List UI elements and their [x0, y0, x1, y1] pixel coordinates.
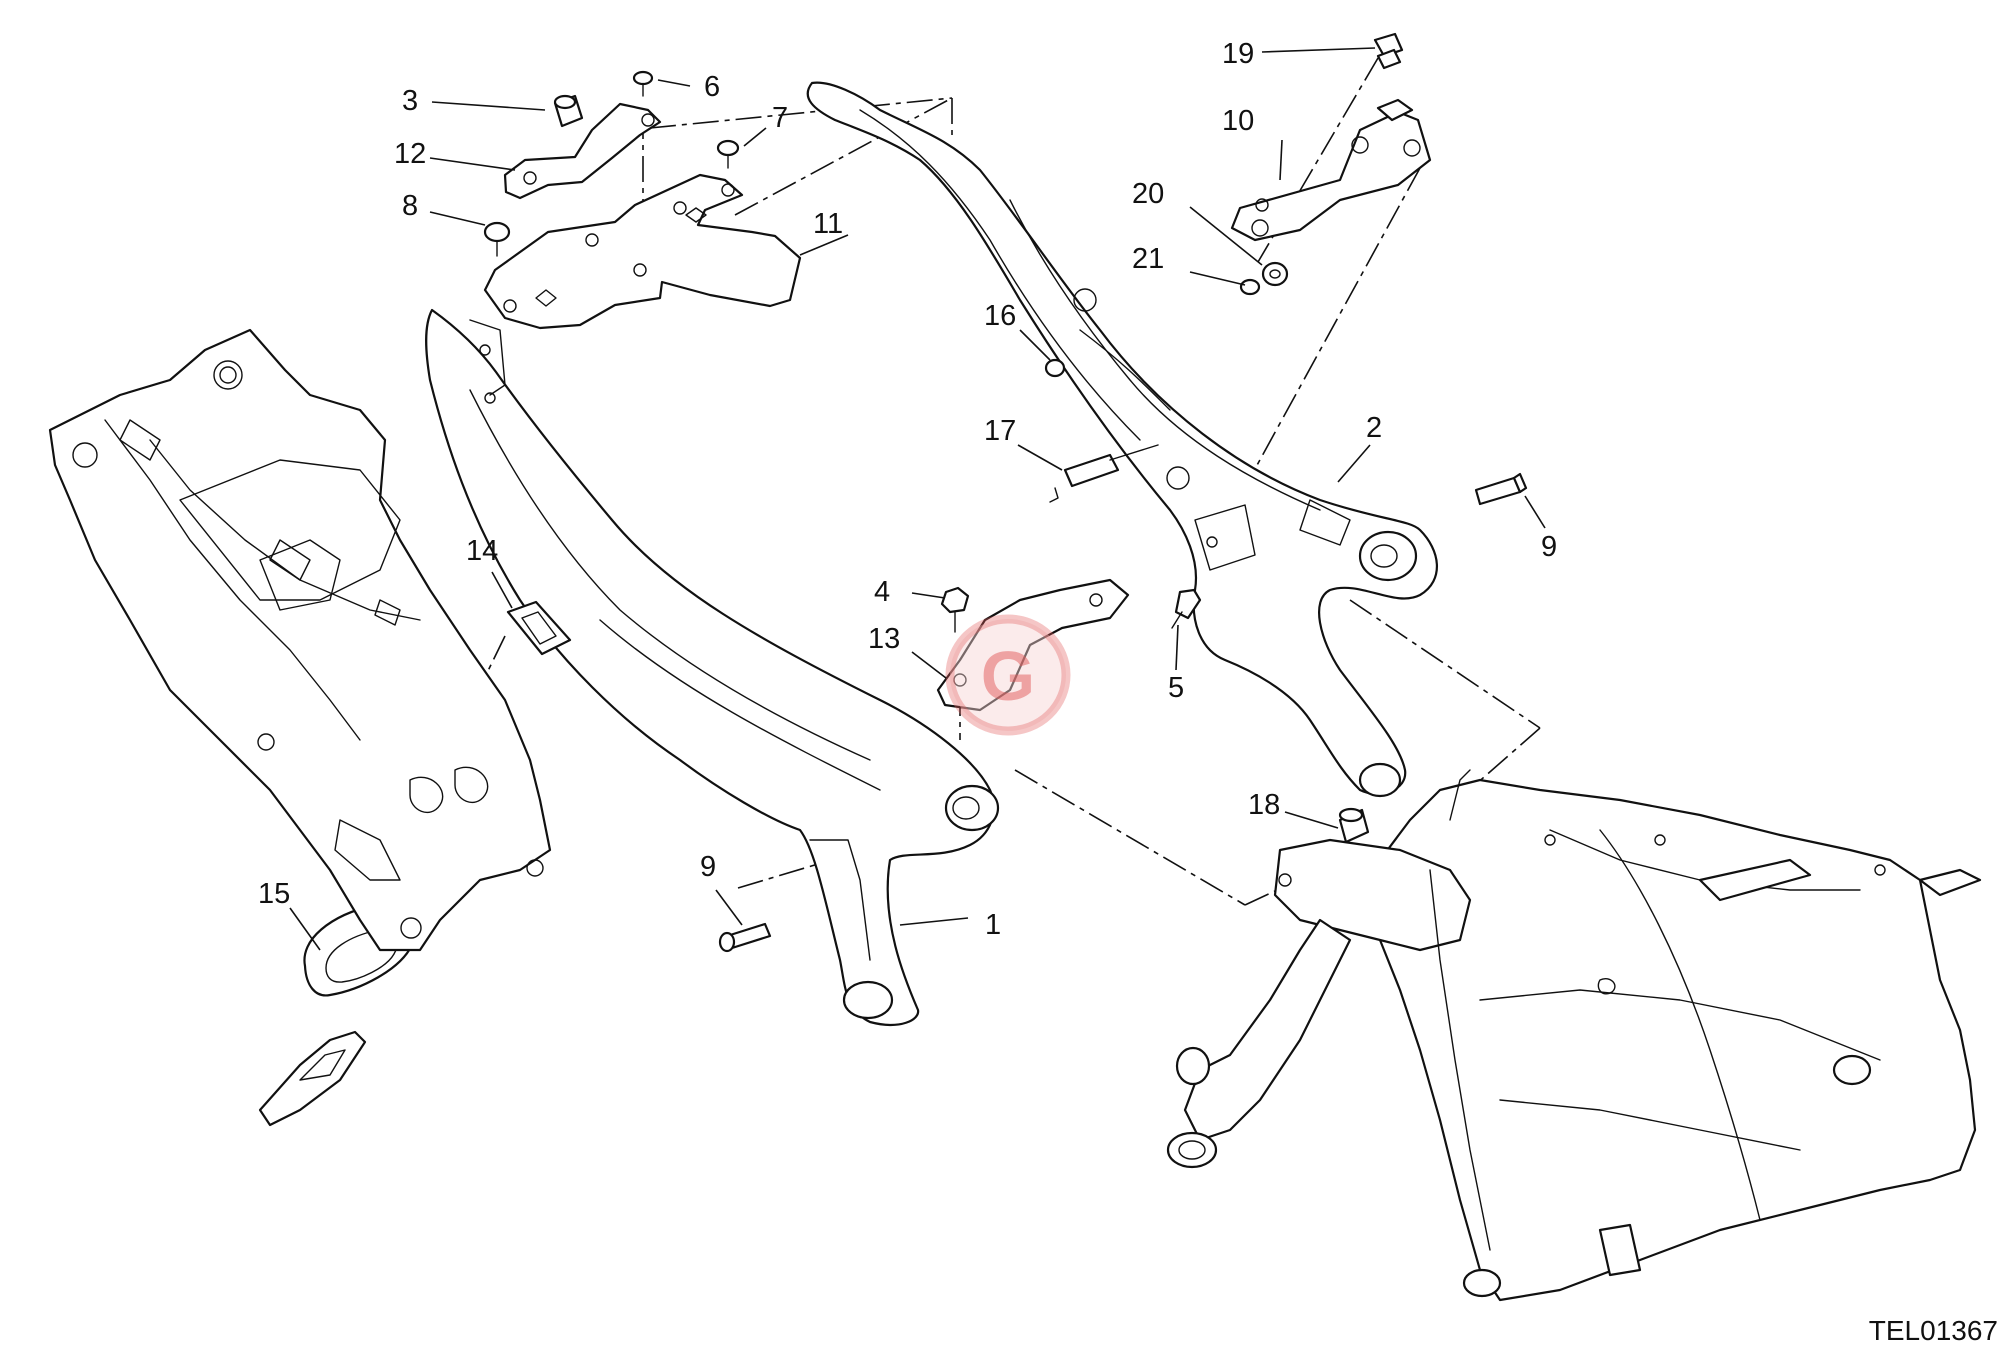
screw-5 — [1171, 588, 1202, 629]
callout-20: 20 — [1132, 178, 1164, 210]
rubber-grommet — [506, 600, 572, 656]
callout-labels: 1 2 3 4 5 6 7 8 9 9 10 11 12 13 14 15 16… — [258, 38, 1557, 941]
rear-undertray — [48, 328, 552, 952]
callout-17: 17 — [984, 415, 1016, 447]
nut-21 — [1239, 278, 1261, 296]
callout-13: 13 — [868, 623, 900, 655]
callout-9-right: 9 — [1541, 531, 1557, 563]
callout-1: 1 — [985, 909, 1001, 941]
rubber-bushing — [553, 94, 584, 128]
callout-6: 6 — [704, 71, 720, 103]
callout-18: 18 — [1248, 789, 1280, 821]
callout-15: 15 — [258, 878, 290, 910]
callout-8: 8 — [402, 190, 418, 222]
left-subframe-rail — [425, 308, 1000, 1027]
bracket-plate — [483, 173, 802, 330]
screw-8 — [483, 221, 511, 257]
callout-2: 2 — [1366, 412, 1382, 444]
callout-4: 4 — [874, 576, 890, 608]
main-frame — [1166, 769, 1982, 1302]
screw-4 — [940, 586, 970, 633]
bolt-19 — [1373, 32, 1404, 70]
top-bracket — [1230, 98, 1432, 242]
callout-16: 16 — [984, 300, 1016, 332]
fasteners — [483, 32, 1528, 953]
cable-tie — [1049, 444, 1159, 503]
diagram-reference-code: TEL01367 — [1869, 1315, 1998, 1346]
watermark-logo: G — [945, 614, 1071, 736]
right-subframe-rail — [806, 81, 1438, 798]
callout-21: 21 — [1132, 243, 1164, 275]
screw-9-right — [1474, 472, 1528, 506]
screw-9-left — [718, 922, 772, 953]
callout-12: 12 — [394, 138, 426, 170]
callout-leaders — [289, 47, 1546, 951]
callout-3: 3 — [402, 85, 418, 117]
screw-6 — [632, 70, 654, 97]
callout-5: 5 — [1168, 672, 1184, 704]
small-bracket — [503, 102, 662, 200]
callout-19: 19 — [1222, 38, 1254, 70]
callout-7: 7 — [772, 102, 788, 134]
callout-14: 14 — [466, 535, 498, 567]
bushing-20 — [1261, 261, 1289, 287]
screw-7 — [716, 139, 740, 169]
spacer — [1338, 807, 1370, 844]
watermark-glyph: G — [981, 637, 1035, 715]
nut-16 — [1044, 358, 1066, 378]
callout-11: 11 — [813, 208, 843, 240]
center-bracket — [936, 578, 1130, 712]
callout-10: 10 — [1222, 105, 1254, 137]
callout-9-left: 9 — [700, 851, 716, 883]
